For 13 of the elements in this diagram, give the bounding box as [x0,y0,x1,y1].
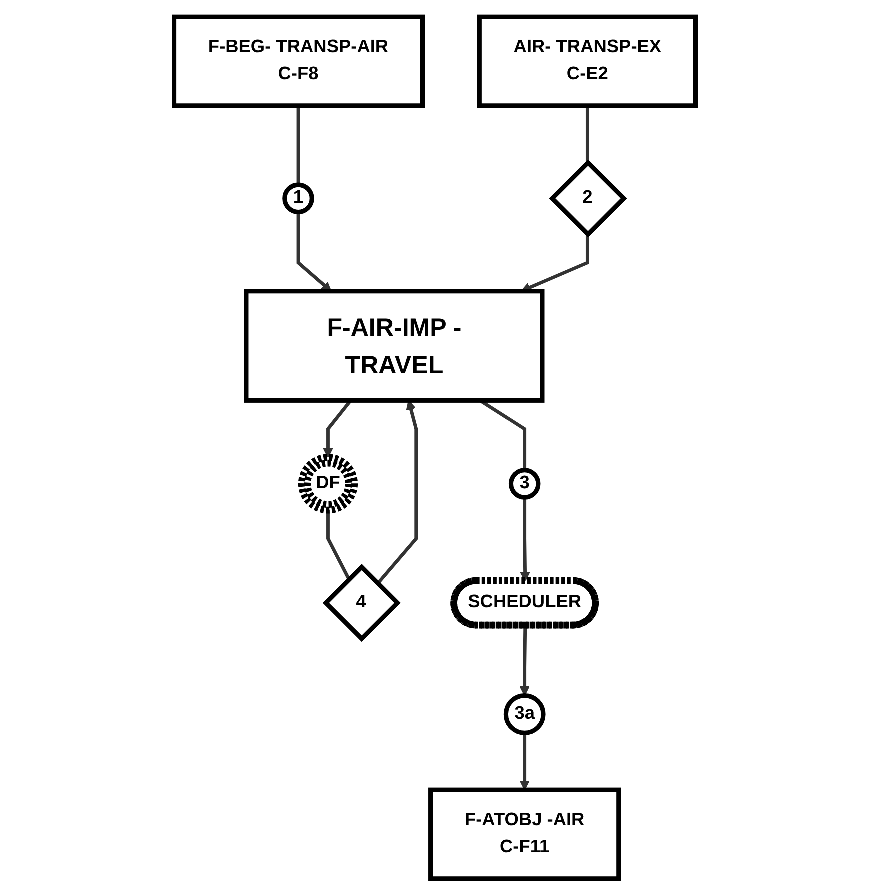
node-circle: 3 [508,468,540,500]
node-diamond: 2 [548,160,627,238]
connector [585,106,589,163]
node-box: AIR- TRANSP-EX C-E2 [476,14,698,108]
connector [296,106,300,186]
node-circle: DF [298,454,358,514]
node-circle: 1 [282,182,314,215]
node-box: F-ATOBJ -AIR C-F11 [428,788,621,882]
node-box: F-BEG- TRANSP-AIR C-F8 [172,14,424,108]
arrow [519,626,530,696]
node-circle: 3a [503,694,546,736]
node-box: F-AIR-IMP -TRAVEL [244,289,544,403]
node-diamond: 4 [322,564,400,642]
